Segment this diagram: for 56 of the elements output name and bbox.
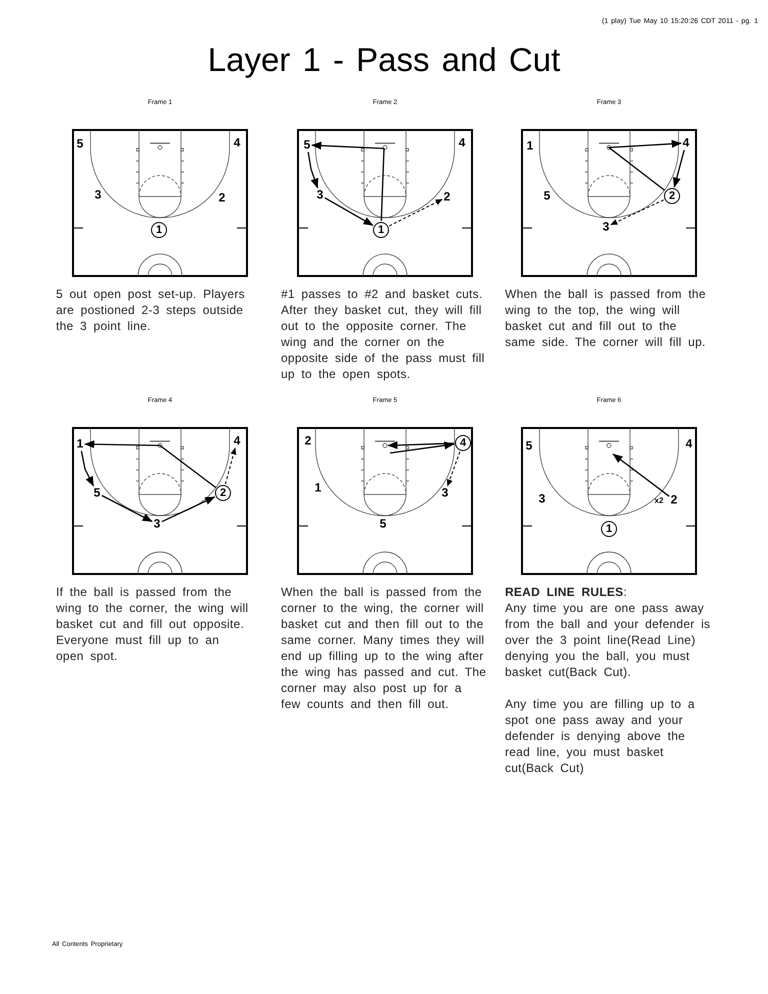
defender-mark: x2 (654, 497, 664, 505)
player-number: 1 (76, 438, 84, 450)
player-number: 3 (94, 190, 102, 200)
frame-description: If the ball is passed from the wing to the corner, the wing will basket cut and fill out opposite. Everyone must fill up to an open spot. (56, 584, 250, 664)
circled-player-number: 1 (151, 222, 167, 238)
frame-description: 5 out open post set-up. Players are postioned 2-3 steps outside the 3 point line. (56, 286, 246, 334)
player-number: 2 (670, 494, 678, 506)
player-number: 5 (94, 488, 100, 498)
player-number: 3 (154, 518, 160, 530)
circled-player-number: 2 (664, 188, 680, 204)
cut-arrow (84, 440, 216, 488)
player-number: 2 (218, 192, 226, 204)
cut-arrow (324, 197, 374, 226)
player-number: 5 (544, 190, 550, 202)
cut-arrow (607, 140, 682, 191)
player-number: 1 (314, 482, 322, 494)
player-number: 5 (380, 518, 386, 530)
player-number: 4 (682, 138, 690, 148)
frame-description: When the ball is passed from the wing to the top, the wing will basket cut and fill out to the same side. The corner will fill up. (505, 286, 707, 350)
circled-player-number: 1 (373, 222, 389, 238)
pass-arrow (388, 198, 443, 226)
circled-player-number: 2 (215, 485, 231, 501)
player-number: 3 (442, 488, 448, 498)
cut-arrow (80, 450, 94, 486)
player-number: 3 (602, 222, 610, 232)
cut-arrow (612, 453, 670, 497)
player-number: 4 (686, 438, 692, 450)
frame-description: Any time you are filling up to a spot one pass away and your defender is denying above the read line, you must basket cut(Back Cut) (505, 696, 696, 776)
player-number: 2 (304, 436, 312, 446)
circled-player-number: 1 (601, 521, 617, 537)
player-number: 4 (234, 436, 240, 446)
cut-arrow (388, 441, 454, 450)
player-number: 3 (538, 494, 546, 504)
circled-player-number: 4 (455, 435, 471, 451)
player-number: 1 (526, 140, 534, 152)
player-number: 4 (234, 138, 240, 148)
player-number: 5 (304, 140, 310, 150)
frame-description: #1 passes to #2 and basket cuts. After they basket cut, they will fill out to the opposite corner. The wing and the corner on the opposite side of the pass must fill up to the open spots. (281, 286, 486, 382)
cut-arrow (311, 142, 385, 221)
cut-arrow (162, 496, 216, 522)
player-number: 3 (316, 190, 324, 200)
player-number: 5 (76, 138, 84, 150)
pass-arrow (610, 199, 664, 226)
frame-description: READ LINE RULES: (505, 584, 628, 600)
player-number: 4 (458, 138, 466, 148)
frame-description: Any time you are one pass away from the ball and your defender is over the 3 point line(Read Line) denying you the ball, you must basket cut(Back Cut). (505, 600, 711, 680)
player-number: 2 (444, 192, 450, 202)
cut-arrow (308, 152, 318, 188)
cut-arrow (390, 442, 454, 454)
pass-arrow (446, 451, 460, 486)
cut-arrow (672, 150, 685, 188)
frame-description: When the ball is passed from the corner to the wing, the corner will basket cut and then fill out to the same corner. Many times they will end up filling up to the wing after the wing has passed and cut. The corner may also post up for a few counts and then fill out. (281, 584, 487, 712)
player-number: 5 (526, 440, 532, 452)
page-title: Layer 1 - Pass and Cut (208, 40, 560, 80)
pass-arrow (224, 448, 236, 485)
cut-arrow (102, 494, 153, 522)
